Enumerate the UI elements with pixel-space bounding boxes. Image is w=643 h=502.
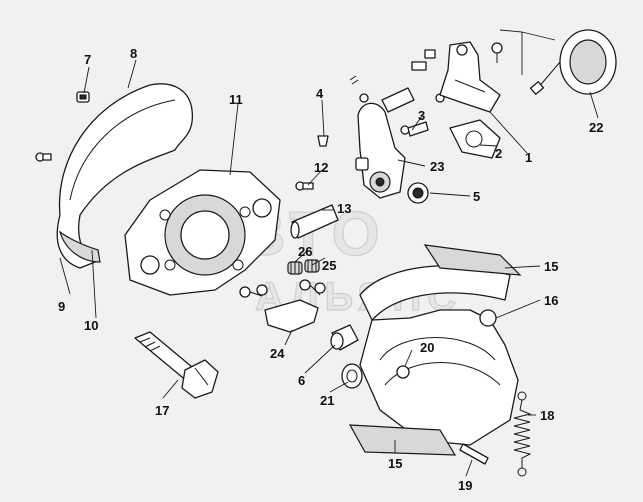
grease-fitting xyxy=(317,135,329,147)
washer xyxy=(407,182,429,204)
callout-10: 10 xyxy=(84,318,98,333)
callout-3: 3 xyxy=(418,108,425,123)
brake-spider xyxy=(124,169,281,296)
callout-1: 1 xyxy=(525,150,532,165)
dust-shield xyxy=(56,83,193,269)
callout-7: 7 xyxy=(84,52,91,67)
shoe-pin xyxy=(459,443,489,465)
callout-6: 6 xyxy=(298,373,305,388)
callout-22: 22 xyxy=(589,120,603,135)
callout-5: 5 xyxy=(473,189,480,204)
clevis-pins xyxy=(349,75,445,137)
roller xyxy=(341,363,363,389)
callout-16: 16 xyxy=(544,293,558,308)
callout-23: 23 xyxy=(430,159,444,174)
callout-labels: 7 8 11 4 3 12 13 23 5 2 1 22 15 16 26 25… xyxy=(58,46,603,493)
slack-adjuster xyxy=(355,102,406,199)
callout-21: 21 xyxy=(320,393,334,408)
callout-13: 13 xyxy=(337,201,351,216)
leader-lines xyxy=(59,59,599,477)
chamber-bracket xyxy=(439,41,501,113)
callout-8: 8 xyxy=(130,46,137,61)
camshaft-tube xyxy=(290,204,339,239)
brake-shoes xyxy=(348,244,522,456)
callout-24: 24 xyxy=(270,346,285,361)
brake-camshaft xyxy=(134,331,219,399)
callout-15-bottom: 15 xyxy=(388,456,402,471)
bracket-assembly xyxy=(239,279,326,333)
callout-11: 11 xyxy=(229,92,243,107)
callout-18: 18 xyxy=(540,408,554,423)
callout-9: 9 xyxy=(58,299,65,314)
shield-bolt xyxy=(76,91,90,103)
bracket-bolts xyxy=(411,42,503,71)
callout-15-top: 15 xyxy=(544,259,558,274)
roller-pin xyxy=(330,324,359,351)
brake-chamber xyxy=(529,29,617,95)
assembly-guide-line xyxy=(499,29,556,75)
return-spring xyxy=(513,391,532,477)
gasket-plate xyxy=(449,119,501,159)
callout-2: 2 xyxy=(495,146,502,161)
callout-26: 26 xyxy=(298,244,312,259)
callout-19: 19 xyxy=(458,478,472,493)
callout-17: 17 xyxy=(155,403,169,418)
callout-20: 20 xyxy=(420,340,434,355)
callout-12: 12 xyxy=(314,160,328,175)
small-bolt-12 xyxy=(295,181,314,191)
callout-4: 4 xyxy=(316,86,324,101)
callout-25: 25 xyxy=(322,258,336,273)
shield-fastener xyxy=(35,152,52,162)
